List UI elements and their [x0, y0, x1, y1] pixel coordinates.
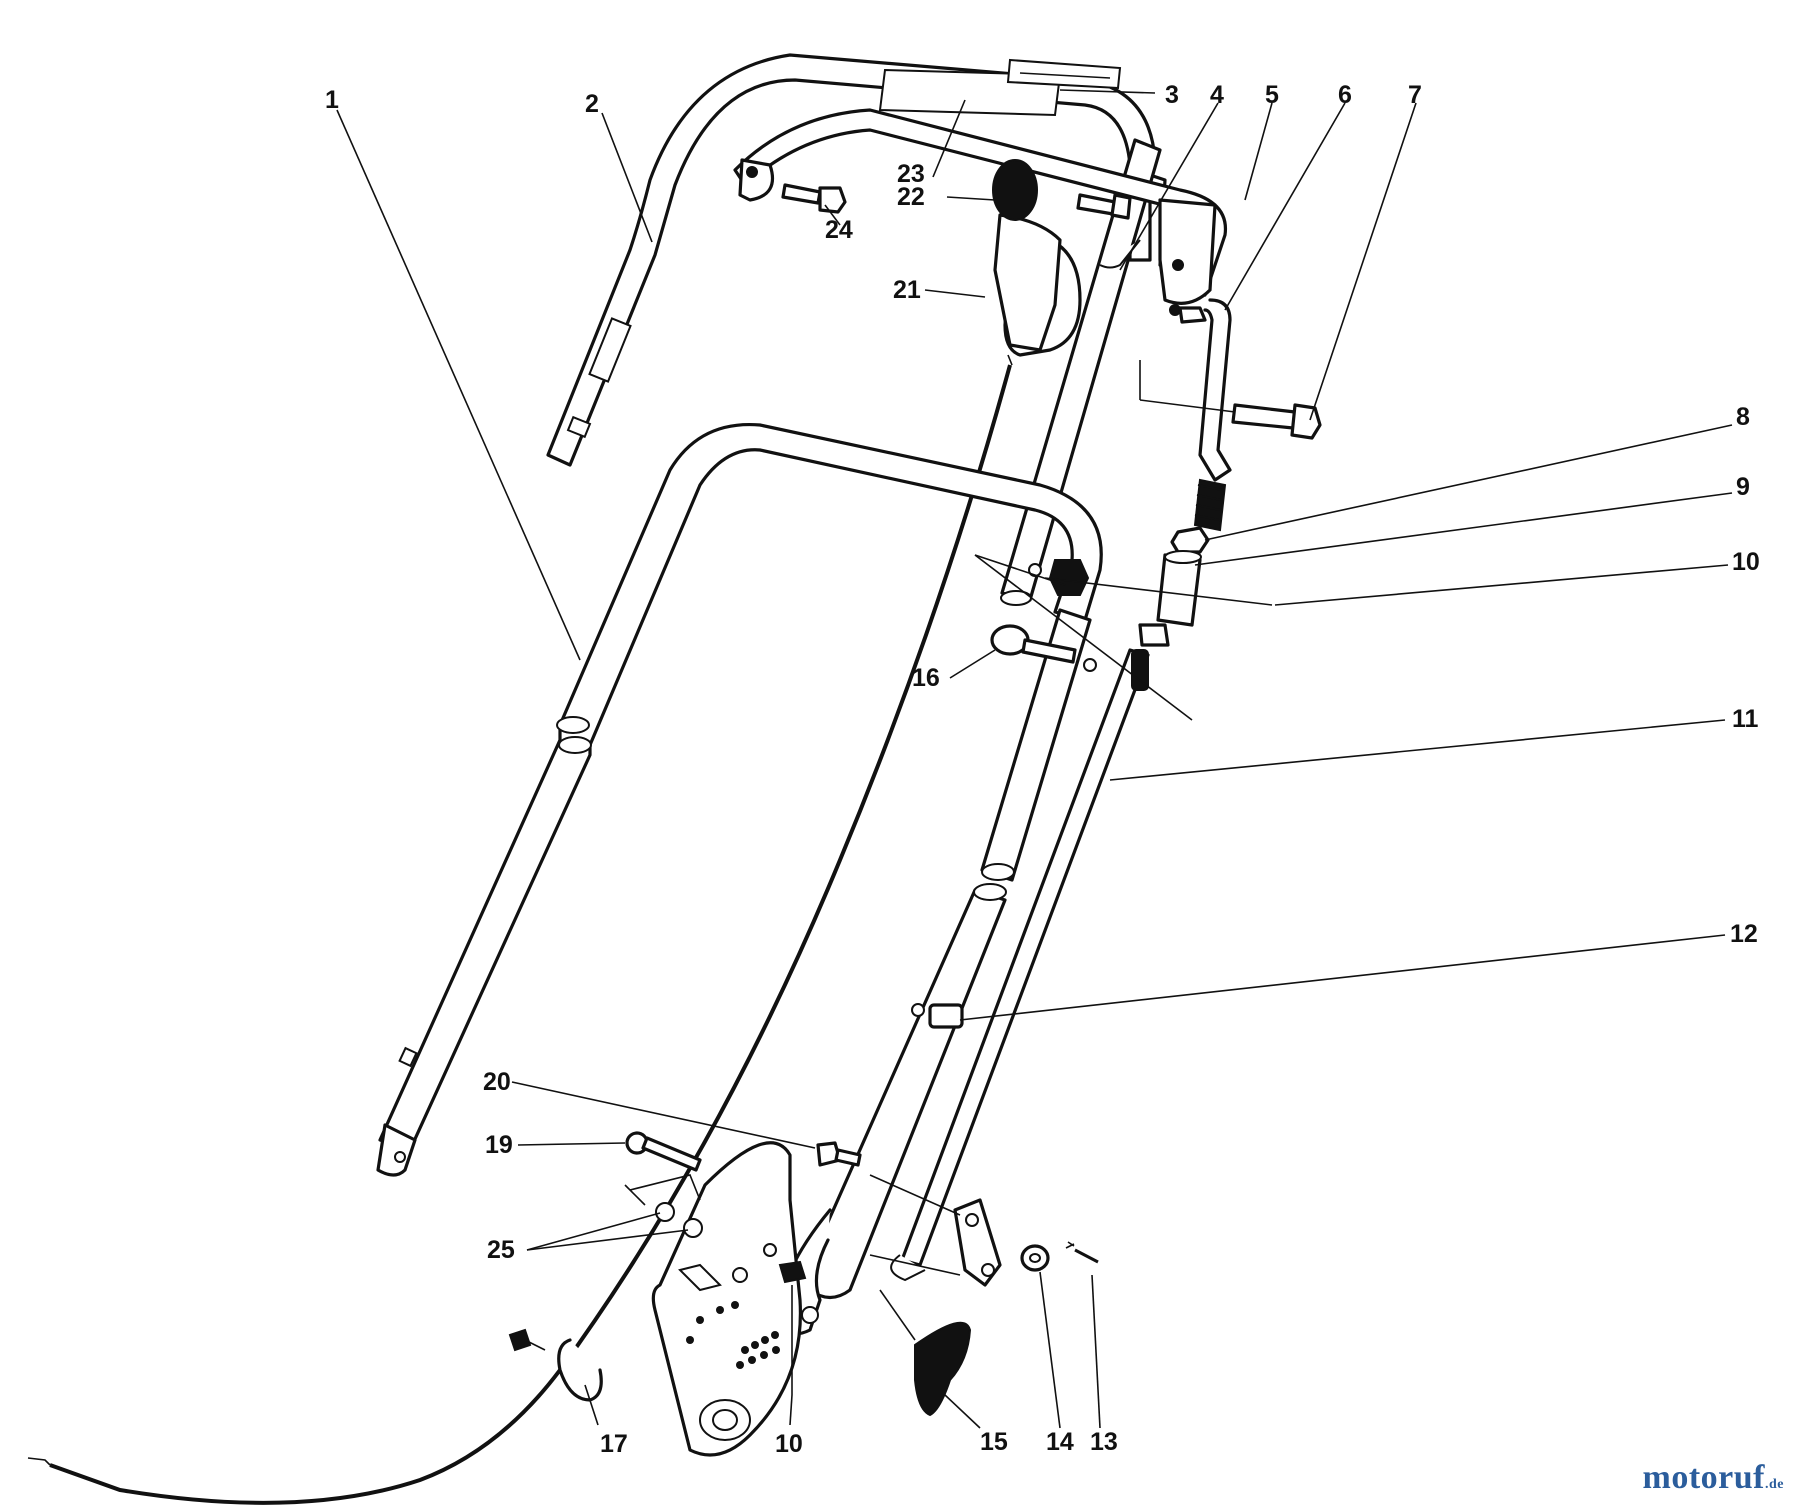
callout-10-upper: 10 [1732, 548, 1760, 576]
control-rod [890, 648, 1150, 1282]
left-bracket [738, 158, 775, 202]
callout-25: 25 [487, 1236, 515, 1264]
callout-3: 3 [1165, 81, 1179, 109]
callout-9: 9 [1736, 473, 1750, 501]
bolt-16 [990, 624, 1097, 672]
watermark-tld: .de [1765, 1477, 1784, 1492]
callout-6: 6 [1338, 81, 1352, 109]
bolt-20 [816, 1141, 862, 1167]
cable-clip-17 [508, 1328, 603, 1402]
throttle-cable-end [27, 1457, 51, 1466]
nut-10-lower [778, 1260, 807, 1395]
throttle-cable [49, 364, 1012, 1505]
watermark: motoruf.de [1643, 1459, 1784, 1497]
callout-13: 13 [1090, 1428, 1118, 1456]
callout-5: 5 [1265, 81, 1279, 109]
bolt-24 [781, 183, 847, 214]
callout-16: 16 [912, 664, 940, 692]
knob-15 [879, 1289, 972, 1417]
callout-7: 7 [1408, 81, 1422, 109]
callout-1: 1 [325, 86, 339, 114]
nut-lower [1138, 623, 1170, 647]
right-bracket [1158, 198, 1217, 316]
washer-14 [1020, 1244, 1050, 1272]
callout-8: 8 [1736, 403, 1750, 431]
decal [878, 58, 1122, 117]
washers-25 [624, 1174, 703, 1238]
nut-8 [1170, 526, 1210, 554]
callout-11: 11 [1732, 705, 1759, 733]
lower-right-bracket [869, 1174, 1002, 1287]
callout-20: 20 [483, 1068, 511, 1096]
lower-handle [376, 422, 1103, 1177]
callout-15: 15 [980, 1428, 1008, 1456]
callout-22: 22 [897, 183, 925, 211]
callout-10-lower: 10 [775, 1430, 803, 1458]
watermark-brand: motoruf [1642, 1459, 1765, 1496]
callout-labels: 1 2 3 4 5 6 7 8 9 10 11 12 13 14 15 16 1… [325, 81, 1760, 1458]
callout-19: 19 [485, 1131, 513, 1159]
upper-link-rod [1193, 298, 1232, 532]
leader-lines [336, 89, 1733, 1429]
callout-17: 17 [600, 1430, 628, 1458]
clip-12 [911, 1003, 964, 1029]
callout-21: 21 [893, 276, 921, 304]
sleeve-9 [1156, 550, 1202, 627]
callout-14: 14 [1046, 1428, 1074, 1456]
bolt-6 [1178, 306, 1207, 324]
callout-24: 24 [825, 216, 853, 244]
bolt-19 [625, 1131, 702, 1172]
bolt-4 [1076, 193, 1141, 269]
callout-12: 12 [1730, 920, 1758, 948]
callout-23: 23 [897, 160, 925, 188]
throttle-control [992, 159, 1082, 366]
cotter-pin-13 [1065, 1241, 1099, 1264]
callout-2: 2 [585, 90, 599, 118]
bolt-7 [1139, 360, 1322, 440]
callout-4: 4 [1210, 81, 1224, 109]
